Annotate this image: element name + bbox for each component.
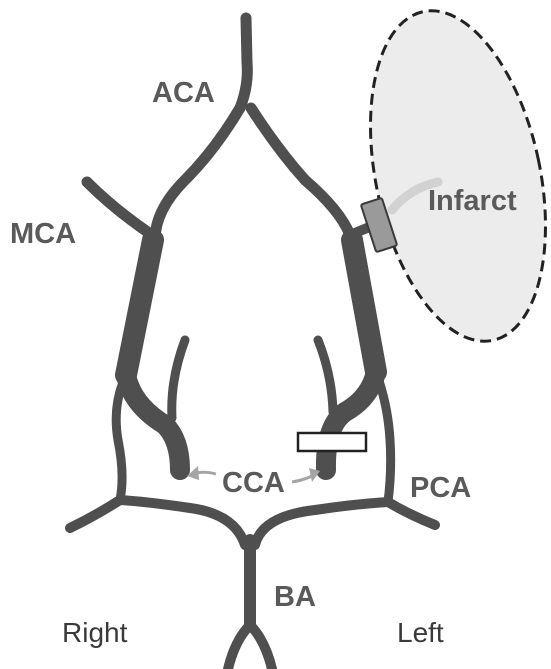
left-pcom [376, 372, 391, 502]
label-right: Right [62, 617, 128, 648]
right-eca [172, 340, 185, 418]
right-vertebral [228, 625, 250, 669]
aca-trunk [240, 18, 247, 108]
posterior-arc-left [255, 502, 388, 545]
left-ica-thick [352, 240, 376, 372]
cca-clamp-block [298, 433, 366, 451]
right-aca-branch [155, 108, 240, 240]
label-aca: ACA [152, 77, 215, 109]
right-pca [70, 500, 120, 528]
label-left: Left [397, 617, 444, 648]
label-cca: CCA [222, 467, 285, 499]
label-infarct: Infarct [428, 185, 517, 217]
label-ba: BA [274, 581, 316, 613]
left-vertebral [250, 625, 272, 669]
label-mca: MCA [10, 218, 76, 250]
label-pca: PCA [410, 472, 471, 504]
right-mca-branch [87, 182, 152, 235]
left-aca-branch [251, 108, 350, 235]
left-pca [388, 502, 435, 525]
left-eca [318, 340, 333, 412]
right-ica-thick [126, 240, 153, 375]
posterior-arc-right [120, 500, 245, 545]
